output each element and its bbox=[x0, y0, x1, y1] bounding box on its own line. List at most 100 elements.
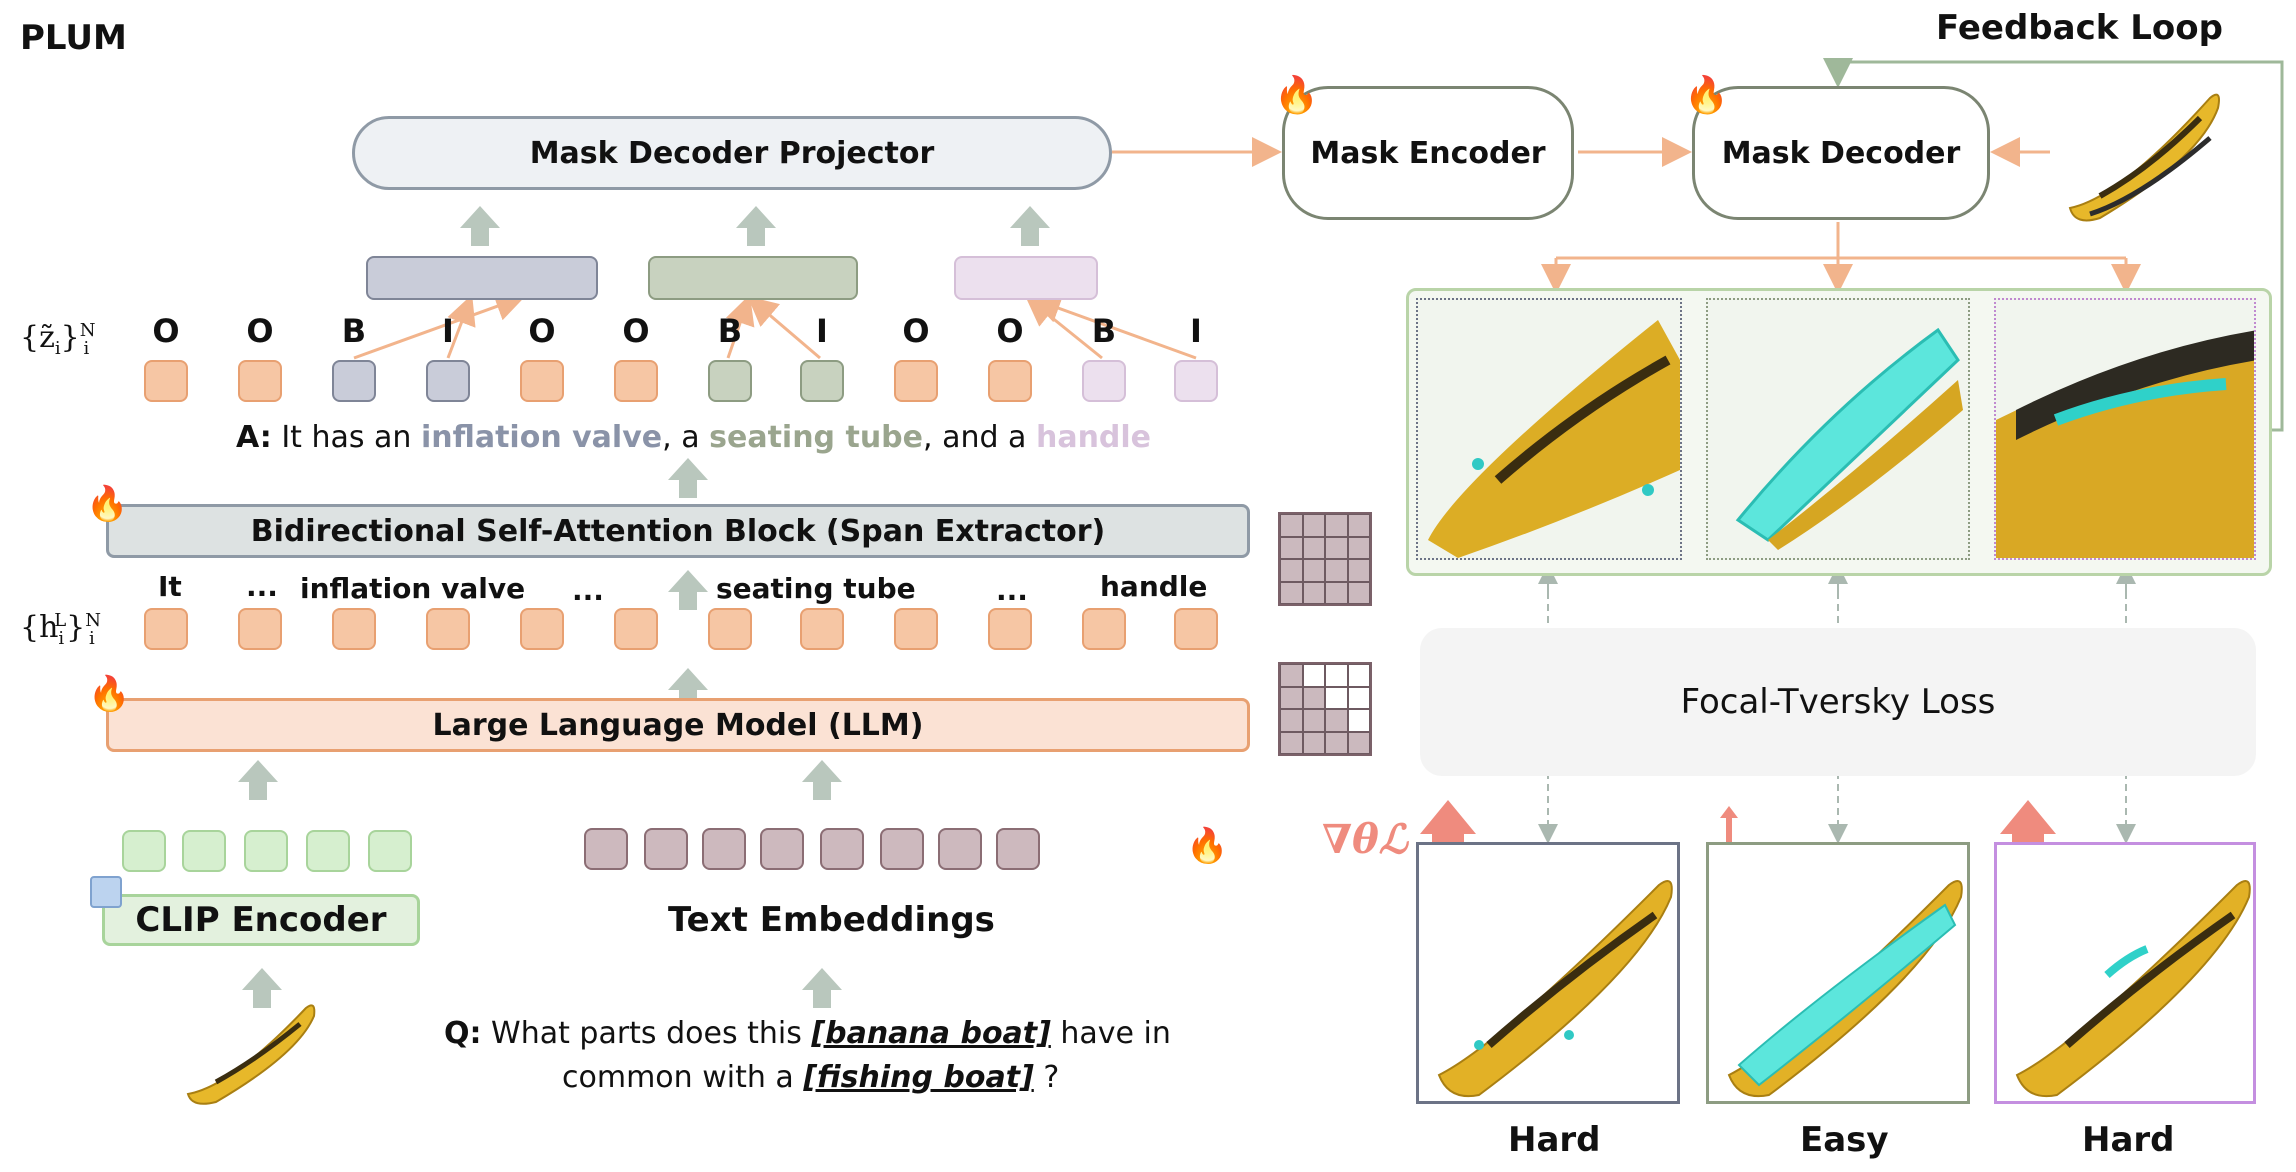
fire-icon: 🔥 bbox=[1274, 75, 1319, 116]
grid-attention-icon bbox=[1278, 512, 1372, 606]
difficulty-label-easy: Easy bbox=[1800, 1120, 1889, 1160]
mask-prediction-handle bbox=[1994, 298, 2256, 560]
bio-tag: O bbox=[528, 312, 556, 350]
clip-encoder-box: CLIP Encoder bbox=[102, 894, 420, 946]
hidden-state-token bbox=[894, 608, 938, 650]
question-line-1: Q: What parts does this [banana boat] ha… bbox=[444, 1016, 1171, 1051]
bio-tag: B bbox=[1091, 312, 1117, 350]
image-token bbox=[182, 830, 226, 872]
image-token bbox=[244, 830, 288, 872]
text-token bbox=[820, 828, 864, 870]
bio-tag: O bbox=[622, 312, 650, 350]
hidden-state-token bbox=[332, 608, 376, 650]
mask-prediction-inflation-valve bbox=[1416, 298, 1682, 560]
gradient-arrow-easy bbox=[1720, 806, 1738, 860]
banana-boat-image bbox=[186, 1004, 316, 1105]
bio-tag: O bbox=[152, 312, 180, 350]
bio-tag: I bbox=[816, 312, 828, 350]
span-token bbox=[988, 360, 1032, 402]
span-token bbox=[238, 360, 282, 402]
hidden-label-seating-tube: seating tube bbox=[716, 572, 916, 605]
banana-boat-image bbox=[1437, 880, 1673, 1097]
mask-encoder-box: Mask Encoder bbox=[1282, 86, 1574, 220]
text-token bbox=[938, 828, 982, 870]
bio-tag: O bbox=[902, 312, 930, 350]
span-embedding-seating-tube bbox=[648, 256, 858, 300]
span-token bbox=[332, 360, 376, 402]
mask-decoder-projector-box: Mask Decoder Projector bbox=[352, 116, 1112, 190]
fire-icon: 🔥 bbox=[1684, 75, 1729, 116]
hidden-state-token bbox=[520, 608, 564, 650]
text-token bbox=[644, 828, 688, 870]
mask-decoder-box: Mask Decoder bbox=[1692, 86, 1990, 220]
grid-attention-mask-icon bbox=[1278, 662, 1372, 756]
hidden-state-token bbox=[988, 608, 1032, 650]
hidden-state-token bbox=[238, 608, 282, 650]
z-tilde-label: {z̃i}Ni bbox=[20, 320, 96, 359]
span-token bbox=[1082, 360, 1126, 402]
ground-truth-seating-tube bbox=[1706, 842, 1970, 1104]
span-extractor-block: Bidirectional Self-Attention Block (Span… bbox=[106, 504, 1250, 558]
banana-boat-image bbox=[2015, 880, 2251, 1097]
span-embedding-handle bbox=[954, 256, 1098, 300]
banana-boat-image bbox=[1428, 320, 1680, 558]
image-token bbox=[122, 830, 166, 872]
span-token bbox=[1174, 360, 1218, 402]
span-token bbox=[144, 360, 188, 402]
span-embedding-inflation-valve bbox=[366, 256, 598, 300]
ground-truth-handle bbox=[1994, 842, 2256, 1104]
hidden-state-token bbox=[614, 608, 658, 650]
fire-icon: 🔥 bbox=[86, 484, 129, 524]
hidden-state-token bbox=[1082, 608, 1126, 650]
span-token bbox=[708, 360, 752, 402]
answer-text: A: It has an inflation valve, a seating … bbox=[236, 420, 1152, 455]
mask-prediction-seating-tube bbox=[1706, 298, 1970, 560]
hidden-state-token bbox=[1174, 608, 1218, 650]
hidden-label-it: It bbox=[158, 570, 182, 603]
fire-icon: 🔥 bbox=[1186, 826, 1229, 866]
difficulty-label-hard: Hard bbox=[2082, 1120, 2175, 1160]
bio-tag: I bbox=[1190, 312, 1202, 350]
feedback-loop-label: Feedback Loop bbox=[1936, 8, 2223, 48]
span-token bbox=[520, 360, 564, 402]
text-embeddings-label: Text Embeddings bbox=[668, 900, 995, 940]
banana-boat-image bbox=[1996, 330, 2254, 558]
difficulty-label-hard: Hard bbox=[1508, 1120, 1601, 1160]
text-token bbox=[584, 828, 628, 870]
hidden-state-token bbox=[144, 608, 188, 650]
ground-truth-inflation-valve bbox=[1416, 842, 1680, 1104]
text-token bbox=[702, 828, 746, 870]
span-token bbox=[894, 360, 938, 402]
bio-tag: I bbox=[442, 312, 454, 350]
span-token bbox=[800, 360, 844, 402]
span-token bbox=[426, 360, 470, 402]
fire-icon: 🔥 bbox=[88, 674, 131, 714]
hidden-state-token bbox=[800, 608, 844, 650]
bio-tag: O bbox=[246, 312, 274, 350]
hidden-label-handle: handle bbox=[1100, 570, 1208, 603]
image-token bbox=[368, 830, 412, 872]
ice-cube-icon bbox=[90, 876, 122, 908]
hidden-label-inflation-valve: inflation valve bbox=[300, 572, 526, 605]
gradient-label: ∇θℒ bbox=[1322, 816, 1408, 863]
span-token bbox=[614, 360, 658, 402]
text-token bbox=[760, 828, 804, 870]
bio-tag: B bbox=[341, 312, 367, 350]
focal-tversky-loss-box: Focal-Tversky Loss bbox=[1420, 628, 2256, 776]
text-token bbox=[880, 828, 924, 870]
banana-boat-image bbox=[2068, 93, 2220, 222]
hidden-state-token bbox=[708, 608, 752, 650]
h-label: {hiL}Ni bbox=[20, 610, 101, 649]
image-token bbox=[306, 830, 350, 872]
banana-boat-image bbox=[1735, 327, 1963, 550]
question-line-2: common with a [fishing boat] ? bbox=[562, 1060, 1060, 1095]
llm-block: Large Language Model (LLM) bbox=[106, 698, 1250, 752]
text-token bbox=[996, 828, 1040, 870]
diagram-title: PLUM bbox=[20, 18, 127, 58]
hidden-state-token bbox=[426, 608, 470, 650]
bio-tag: O bbox=[996, 312, 1024, 350]
hidden-label-dots: ... bbox=[246, 570, 278, 603]
banana-boat-image bbox=[1727, 880, 1963, 1097]
hidden-label-dots: ... bbox=[572, 574, 604, 607]
